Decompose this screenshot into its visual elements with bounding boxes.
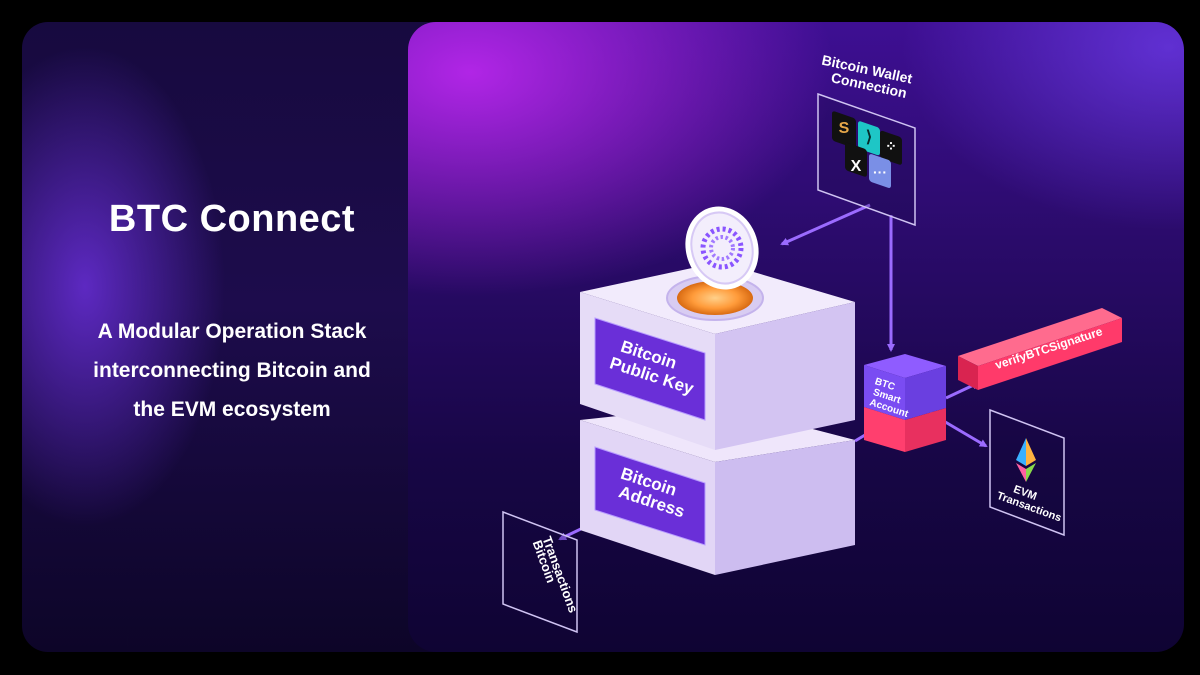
more-icon[interactable]: ··· (869, 153, 891, 189)
svg-text:⟩: ⟩ (866, 129, 872, 146)
unisat-icon[interactable]: S (832, 110, 856, 148)
subtitle-line: the EVM ecosystem (133, 398, 331, 421)
verify-signature-block: verifyBTCSignature (958, 308, 1122, 390)
evm-transactions-card: EVM Transactions (989, 408, 1065, 537)
bitcoin-public-key-block: Bitcoin Public Key (580, 262, 855, 450)
ethereum-icon (1016, 438, 1036, 482)
svg-text:⁘: ⁘ (885, 138, 897, 154)
okx-icon[interactable]: ⁘ (880, 130, 902, 166)
bitcoin-transactions-card: Bitcoin Transactions (502, 510, 581, 634)
page-title: BTC Connect (108, 198, 356, 240)
subtitle-line: interconnecting Bitcoin and (93, 359, 371, 382)
btc-smart-account-block: BTC Smart Account (864, 354, 946, 452)
svg-text:S: S (839, 120, 850, 137)
bitget-icon[interactable]: ⟩ (858, 120, 880, 156)
subtitle-line: A Modular Operation Stack (97, 320, 367, 343)
svg-text:···: ··· (873, 164, 887, 180)
xverse-icon[interactable]: X (845, 142, 867, 178)
page-subtitle: A Modular Operation Stack interconnectin… (22, 312, 442, 429)
wallet-connection-card: Bitcoin Wallet Connection S ⟩ ⁘ X ··· (817, 52, 916, 227)
arrow-wallet-to-publickey (780, 203, 871, 246)
intro-panel (22, 22, 442, 652)
particle-coin-icon (685, 206, 759, 290)
svg-text:X: X (851, 158, 862, 175)
